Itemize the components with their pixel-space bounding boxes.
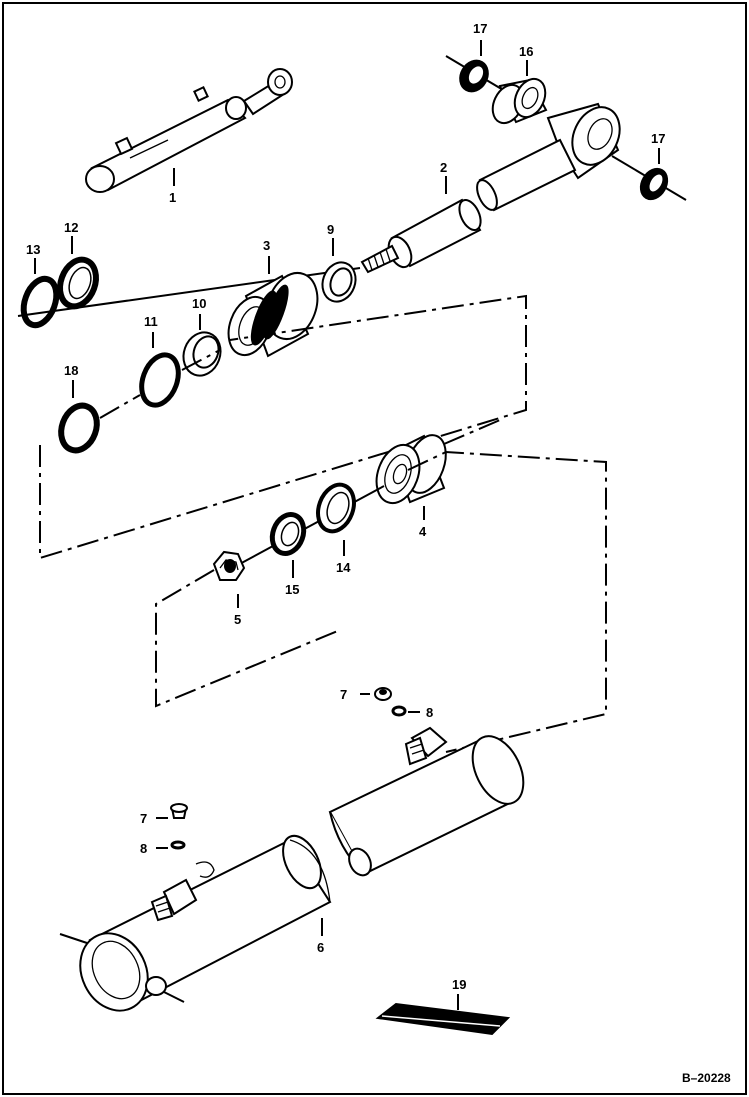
callout-18: 18 <box>64 363 78 378</box>
dash-connector-lower <box>155 450 607 753</box>
part-3-gland <box>227 272 319 358</box>
part-14-ring <box>316 482 356 534</box>
part-2-rod <box>360 102 621 274</box>
fitting-upper <box>404 726 448 766</box>
part-17-washer-top <box>459 59 489 93</box>
callout-10: 10 <box>192 296 206 311</box>
part-18-ring <box>58 402 100 454</box>
callout-19: 19 <box>452 977 466 992</box>
part-5-nut <box>212 550 246 581</box>
part-19-decal <box>375 1002 511 1036</box>
callout-7-lower: 7 <box>140 811 147 826</box>
callout-1: 1 <box>169 190 176 205</box>
callout-13: 13 <box>26 242 40 257</box>
part-6-barrel-lower <box>79 834 332 1012</box>
part-4-piston <box>375 434 447 505</box>
part-7-plug-upper <box>374 687 392 701</box>
figure-reference: B–20228 <box>682 1071 731 1085</box>
callout-3: 3 <box>263 238 270 253</box>
axis-middle-row <box>235 485 385 567</box>
callout-12: 12 <box>64 220 78 235</box>
callout-7-upper: 7 <box>340 687 347 702</box>
part-16-bushing <box>491 77 548 125</box>
dash-middle-right <box>443 419 501 445</box>
callout-9: 9 <box>327 222 334 237</box>
part-12-seal <box>57 256 99 310</box>
callout-15: 15 <box>285 582 299 597</box>
part-1-cylinder-assembly <box>85 68 293 193</box>
callout-14: 14 <box>336 560 351 575</box>
axis-barrel-left <box>59 933 91 945</box>
part-15-ring <box>269 512 307 556</box>
callout-11: 11 <box>144 314 158 329</box>
callout-8-upper: 8 <box>426 705 433 720</box>
part-6-barrel-upper <box>328 735 525 877</box>
part-8-oring-upper <box>391 705 407 717</box>
part-13-ring <box>20 275 60 329</box>
callout-17-right: 17 <box>651 131 665 146</box>
part-11-ring <box>139 352 181 408</box>
part-17-washer-right <box>639 167 669 201</box>
part-10-wiper <box>182 331 222 377</box>
callout-2: 2 <box>440 160 447 175</box>
callout-17-top: 17 <box>473 21 487 36</box>
part-7-plug-lower <box>170 803 188 819</box>
callout-6: 6 <box>317 940 324 955</box>
callout-16: 16 <box>519 44 533 59</box>
callout-8-lower: 8 <box>140 841 147 856</box>
callout-5: 5 <box>234 612 241 627</box>
callout-4: 4 <box>419 524 427 539</box>
dash-connector-upper <box>39 294 527 560</box>
part-8-oring-lower <box>170 840 186 850</box>
part-9-ring <box>321 261 357 303</box>
